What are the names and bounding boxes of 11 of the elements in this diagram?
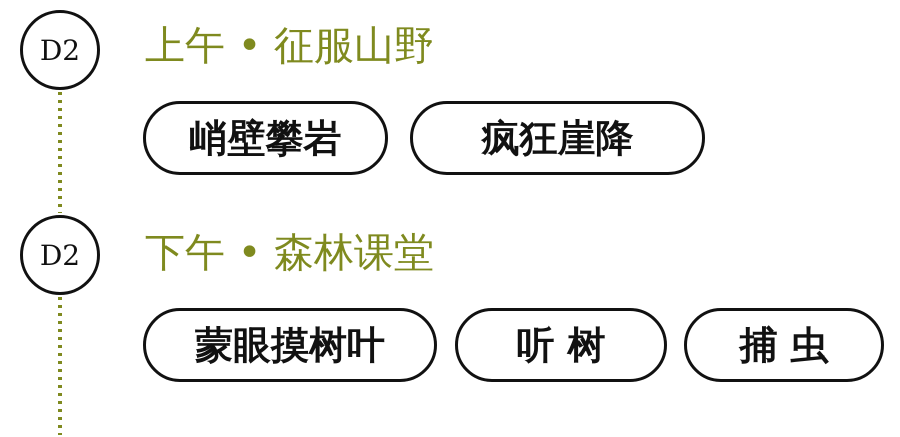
activity-pill: 捕 虫 xyxy=(684,308,884,382)
activity-pill: 蒙眼摸树叶 xyxy=(143,308,437,382)
activity-pill: 听 树 xyxy=(455,308,667,382)
dotted-connector xyxy=(58,297,62,435)
activity-pill: 疯狂崖降 xyxy=(410,101,705,175)
section-heading: 下午 • 森林课堂 xyxy=(145,229,434,278)
day-circle: D2 xyxy=(20,10,100,90)
dotted-connector xyxy=(58,92,62,213)
section-heading: 上午 • 征服山野 xyxy=(145,22,434,71)
activity-pill: 峭壁攀岩 xyxy=(143,101,388,175)
day-circle: D2 xyxy=(20,215,100,295)
